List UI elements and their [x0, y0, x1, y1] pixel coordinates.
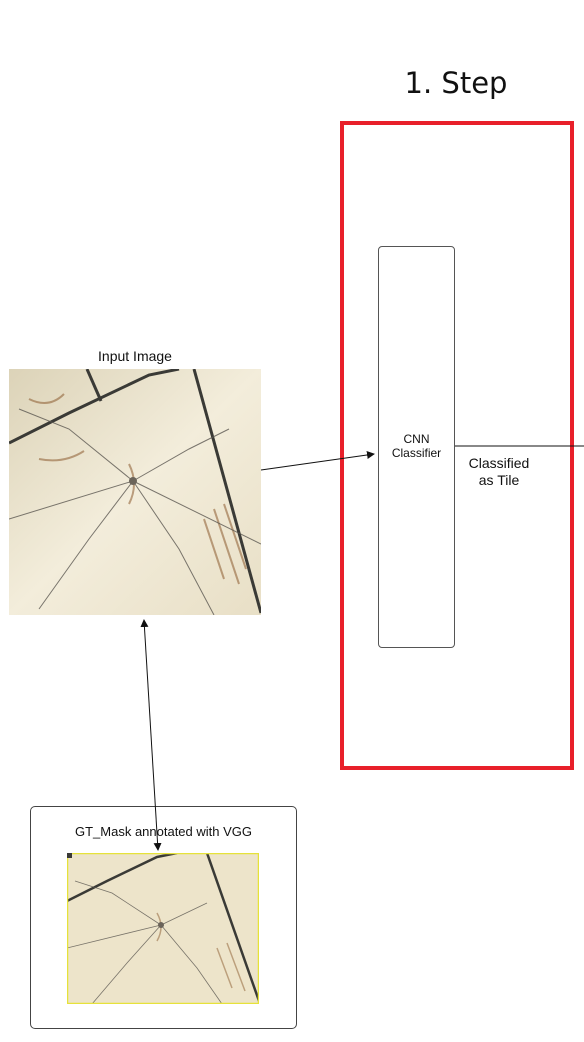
classified-label-line2: as Tile [456, 472, 542, 489]
gt-mask-label: GT_Mask annotated with VGG [30, 824, 297, 839]
cnn-label-line1: CNN [378, 432, 455, 446]
input-tile-image[interactable] [9, 369, 261, 615]
classified-as-tile-label: Classified as Tile [456, 455, 542, 489]
classified-label-line1: Classified [456, 455, 542, 472]
cnn-label-line2: Classifier [378, 446, 455, 460]
gt-mask-image[interactable] [67, 853, 259, 1004]
step-title: 1. Step [340, 66, 572, 100]
cnn-classifier-label: CNN Classifier [378, 432, 455, 460]
step-boundary [340, 121, 574, 770]
input-image-label: Input Image [9, 348, 261, 364]
